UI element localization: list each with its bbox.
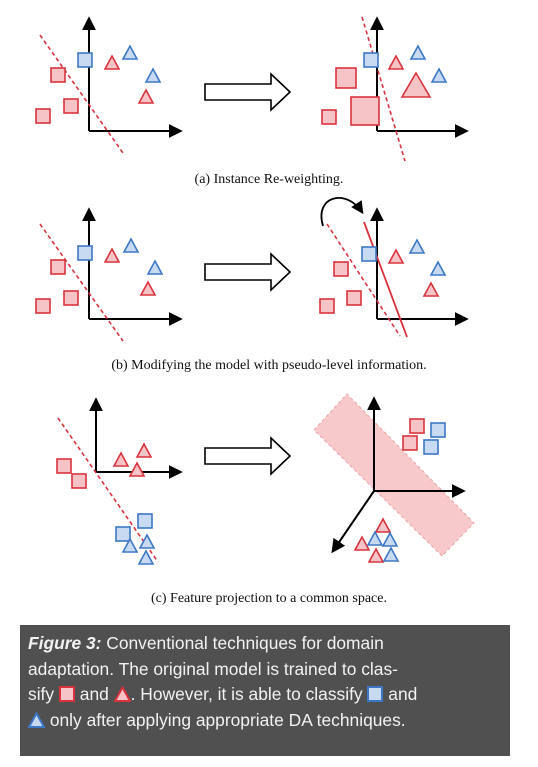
source-square [63,98,79,114]
target-square [361,246,377,262]
target-square [115,526,131,542]
source-triangle [137,88,155,104]
blue-triangle-icon [28,711,45,728]
panel-c-left-plot [56,397,183,565]
right-arrow-icon [204,252,292,292]
panel-b-left-plot [35,207,183,342]
source-triangle [353,535,371,551]
target-triangle [137,549,155,565]
panel-b-right-plot [319,197,469,338]
target-square [77,52,93,68]
decision-boundary [39,34,124,154]
source-triangle [112,451,130,467]
source-square [319,298,335,314]
caption-text-segment: sify [28,684,55,704]
panel-a-right-plot [321,16,469,162]
source-triangle [139,280,157,296]
source-square [402,435,418,451]
caption-text-segment: and [79,684,109,704]
figure-caption-text: Conventional techniques for domain [106,633,384,653]
figure-caption-line: adaptation. The original model is traine… [28,658,398,679]
source-triangle [367,547,385,563]
source-square [409,418,425,434]
caption-instance-reweighting: (a) Instance Re-weighting. [194,172,344,187]
source-triangle-weighted [400,71,432,98]
blue-square-icon [367,686,384,702]
source-triangle [422,281,440,297]
figure-caption-line: Figure 3: Conventional techniques for do… [28,631,502,657]
panel-a-left-plot [35,16,183,154]
decision-boundary [57,417,159,563]
target-triangle [430,67,448,83]
source-triangle [135,442,153,458]
red-square-icon [58,686,75,702]
target-triangle [429,260,447,276]
caption-text-segment: only after applying appropriate DA techn… [49,709,406,730]
source-square [346,290,362,306]
source-square [35,108,51,124]
source-square-weighted [335,67,357,89]
source-square [56,458,72,474]
source-square-weighted [350,96,380,126]
domain-adaptation-diagram [35,16,475,565]
target-triangle [121,44,139,60]
target-triangle [146,259,164,275]
source-triangle [128,461,146,477]
z-axis [331,490,375,554]
decision-boundary [361,16,406,162]
figure-caption-box: Figure 3: Conventional techniques for do… [20,625,510,756]
target-triangle [138,533,156,549]
target-triangle [121,537,139,553]
source-square [35,298,51,314]
source-square [63,290,79,306]
target-triangle [122,237,140,253]
source-square [50,67,66,83]
target-square [430,422,446,438]
source-square [321,109,337,125]
caption-pseudo-label-model: (b) Modifying the model with pseudo-leve… [111,358,427,373]
right-arrow-icon [204,72,292,112]
source-triangle [387,54,405,70]
right-arrow-icon [204,436,292,476]
source-triangle [103,54,121,70]
figure-caption-line: sify and . However, it is able to classi… [28,682,502,708]
caption-text-segment: and [388,684,418,704]
target-triangle [408,238,426,254]
common-space-band [313,393,475,557]
panel-c-right-plot [313,393,475,563]
target-triangle [409,44,427,60]
figure-caption-line: only after applying appropriate DA techn… [28,708,502,734]
caption-text-segment: . However, it is able to classify [130,684,363,704]
decision-boundary [39,223,124,342]
source-square [71,473,87,489]
red-triangle-icon [113,686,131,702]
old-decision-boundary [326,223,401,337]
source-square [50,259,66,275]
source-triangle [103,247,121,263]
curved-arrow-icon [320,197,364,227]
target-square [423,439,439,455]
target-square [137,513,153,529]
caption-feature-projection: (c) Feature projection to a common space… [151,591,387,606]
figure-label: Figure 3: [28,633,102,653]
target-triangle [144,67,162,83]
source-triangle [387,248,405,264]
target-triangle [381,531,399,547]
panel-a [35,16,469,162]
new-decision-boundary [363,221,408,338]
target-square [363,52,379,68]
panel-b [35,197,469,342]
target-triangle [366,530,384,546]
target-square [77,245,93,261]
panel-c [56,393,475,565]
source-square [333,261,349,277]
target-triangle [382,546,400,562]
source-triangle [374,517,392,533]
